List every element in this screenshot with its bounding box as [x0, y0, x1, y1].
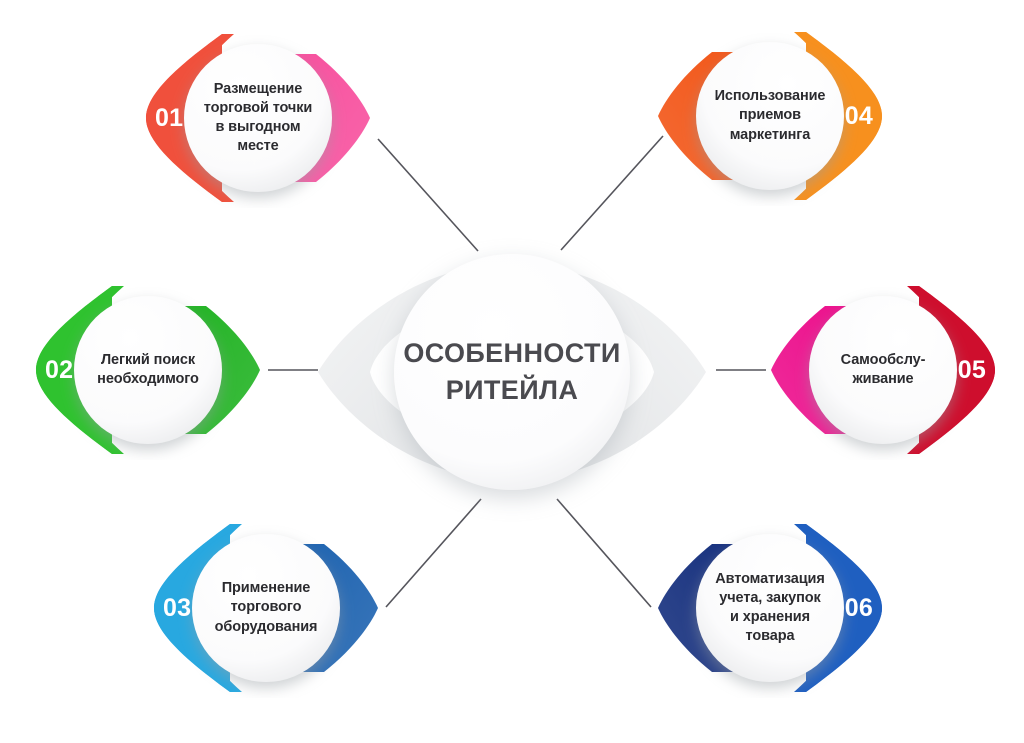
center-node[interactable]: ОСОБЕННОСТИ РИТЕЙЛА — [308, 222, 716, 522]
node-03[interactable]: Применение торгового оборудования 03 — [146, 518, 386, 698]
node-03-label: Применение торгового оборудования — [214, 580, 318, 635]
node-01-number: 01 — [155, 104, 184, 132]
center-title: ОСОБЕННОСТИ РИТЕЙЛА — [308, 222, 716, 522]
node-02[interactable]: Легкий поиск необходимого 02 — [28, 280, 268, 460]
node-02-label: Легкий поиск необходимого — [97, 351, 199, 387]
node-03-shape — [154, 524, 378, 692]
node-04-label: Использование приемов маркетинга — [714, 88, 826, 143]
node-05-number: 05 — [957, 356, 986, 384]
center-shape — [318, 254, 706, 490]
center-title-line2: РИТЕЙЛА — [445, 375, 579, 405]
node-02-shape — [36, 286, 260, 454]
node-04-number: 04 — [844, 102, 873, 130]
node-05[interactable]: Самообслу- живание 05 — [763, 280, 1003, 460]
node-disc — [696, 534, 844, 682]
node-02-number: 02 — [45, 356, 74, 384]
node-disc — [184, 44, 332, 192]
node-06-label: Автоматизация учета, закупок и хранения … — [715, 570, 825, 645]
node-05-label: Самообслу- живание — [840, 351, 926, 387]
node-disc — [192, 534, 340, 682]
node-06-number: 06 — [844, 594, 873, 622]
center-disc — [394, 254, 630, 490]
node-05-shape — [771, 286, 995, 454]
center-title-line1: ОСОБЕННОСТИ — [403, 338, 621, 369]
node-01-shape — [146, 34, 370, 202]
node-06-shape — [658, 524, 882, 692]
node-06[interactable]: Автоматизация учета, закупок и хранения … — [650, 518, 890, 698]
node-04-shape — [658, 32, 882, 200]
node-disc — [809, 296, 957, 444]
node-01[interactable]: Размещение торговой точки в выгодном мес… — [138, 28, 378, 208]
node-disc — [74, 296, 222, 444]
node-01-label: Размещение торговой точки в выгодном мес… — [203, 80, 313, 155]
node-03-number: 03 — [163, 594, 192, 622]
node-04[interactable]: Использование приемов маркетинга 04 — [650, 26, 890, 206]
node-disc — [696, 42, 844, 190]
